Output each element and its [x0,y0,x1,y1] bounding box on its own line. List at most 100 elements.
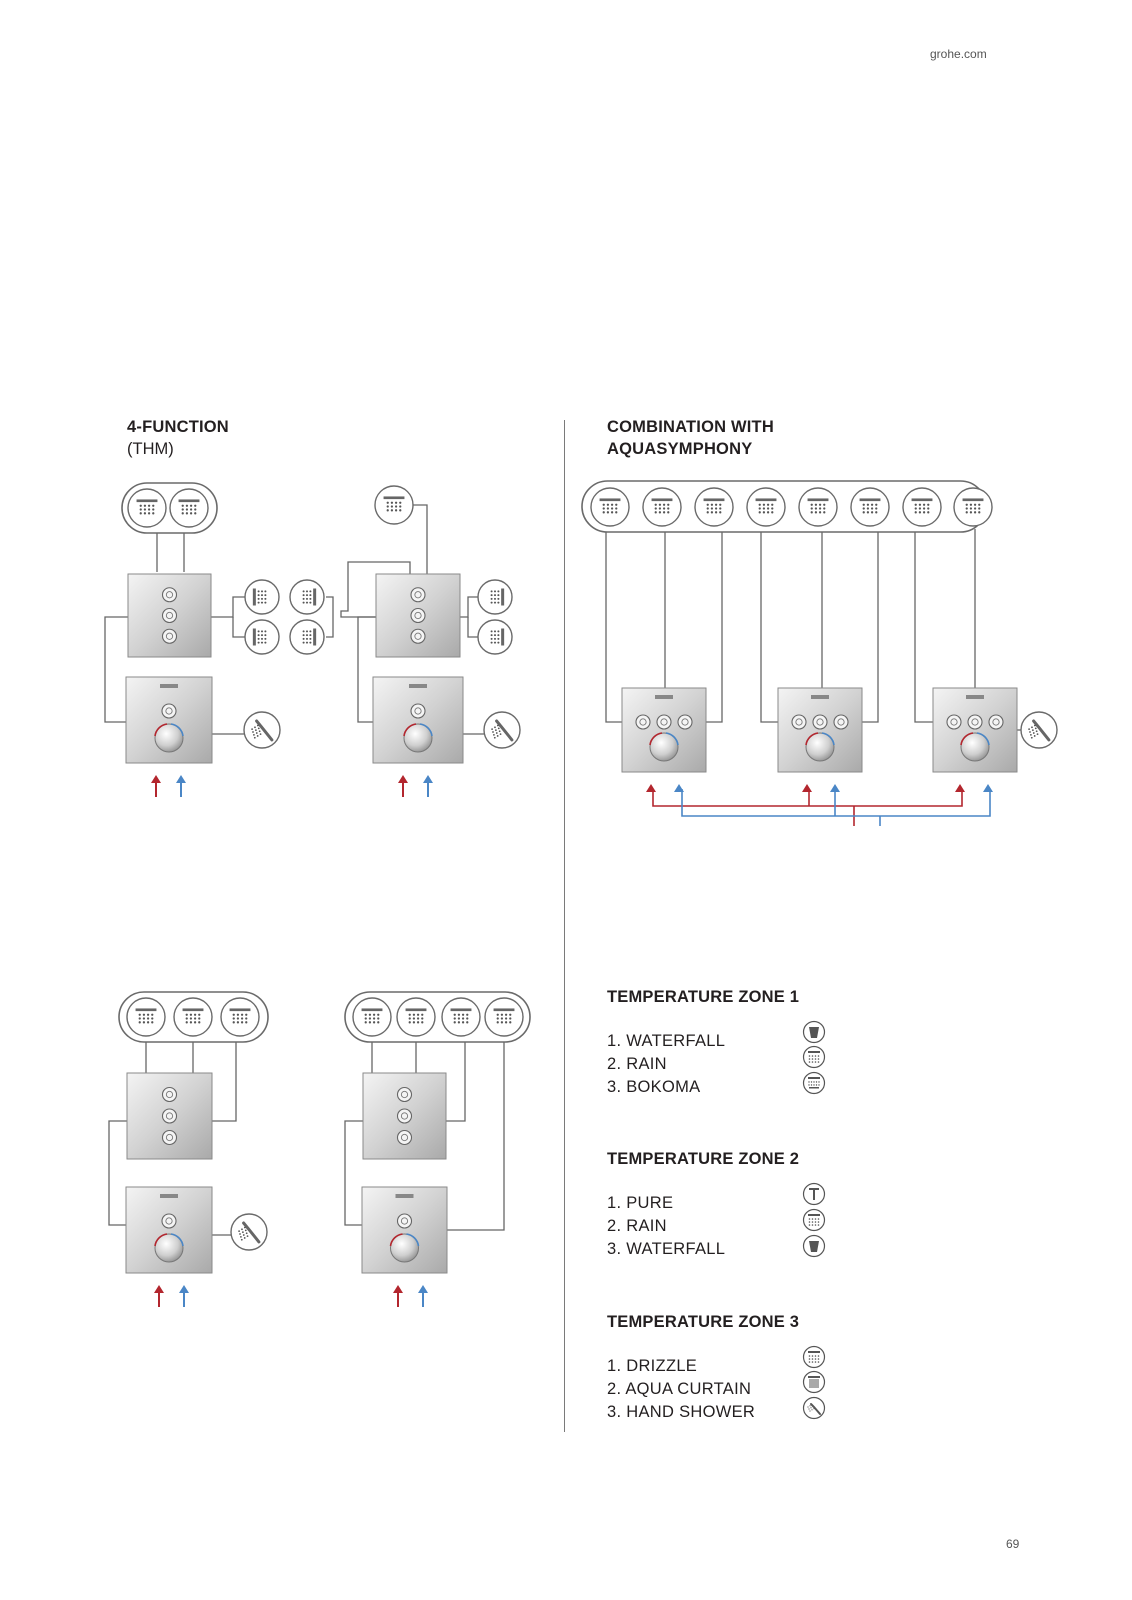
pipe [104,616,128,723]
spray-dot [814,1224,817,1226]
spray-dot [817,1355,820,1357]
spray-dot [260,637,264,640]
spray-dot [918,511,922,514]
spray-dot [965,507,968,510]
icon-ring [243,711,281,749]
spray-dot [719,511,722,514]
spray-dot [662,511,666,514]
valve-panel [127,573,212,658]
valve-button-symbol [165,591,174,599]
shower-plate [859,498,881,502]
spray-dot [811,1218,814,1220]
spray-dot [243,1237,246,1239]
overhead-shower-icon [746,487,786,527]
spray-dot [240,1235,242,1238]
valve-button-symbol [639,718,647,726]
hand-shower-icon [802,1396,826,1420]
spray-dot [245,1017,248,1020]
valve-button [396,1086,413,1103]
valve-button [791,714,807,730]
shower-plate [450,1008,472,1012]
spray-dot [257,601,260,604]
spray-dot [866,507,870,510]
spray-dot [416,1021,420,1024]
waterfall-icon [802,1234,826,1258]
spray-dot [364,1017,367,1020]
spray-dot [492,731,494,733]
spray-dot [818,1081,820,1083]
aqua-curtain-icon [802,1370,826,1394]
spray-dot [264,637,267,640]
hot-arc [403,723,417,737]
valve-button-symbol [400,1090,409,1099]
shower-plate [182,1008,204,1012]
pure-icon [802,1182,826,1206]
spray-dot [305,641,309,644]
spray-dot [817,1218,820,1220]
arrow-head [646,784,656,792]
spray-dot [408,1017,411,1020]
spray-dot [368,1021,372,1024]
valve-button-symbol [400,1133,409,1142]
spray-dot [377,1013,380,1016]
cold-water-arrow [179,1285,189,1307]
jet-bar [313,588,317,606]
spray-dot [189,1017,193,1020]
spray-dot [264,630,267,633]
spray-dot [811,1055,814,1057]
shower-plate [808,1351,820,1353]
spray-dot [189,512,193,515]
shower-plate [962,498,984,502]
icon-ring [244,579,280,615]
hand-shower-icon [1020,711,1058,749]
spray-dot [377,1021,380,1024]
rain-icon [802,1208,826,1232]
spray-dot [495,732,498,734]
spray-dot [758,503,761,506]
spray-dot [658,507,662,510]
arrow-head [830,784,840,792]
spray-dot [309,637,312,640]
spray-dot [198,1017,201,1020]
icon-ring [902,487,942,527]
icon-ring [220,997,260,1037]
spray-dot [973,507,977,510]
spray-dot [606,507,610,510]
spray-dot [394,509,398,512]
spray-dot [771,507,774,510]
page-number: 69 [1006,1537,1020,1551]
spray-dot [811,1061,814,1063]
hot-water-arrow [151,775,161,797]
spray-dot [870,507,874,510]
icon-ring [289,579,325,615]
icon-ring [230,1213,268,1251]
spray-dot [813,1081,815,1083]
arrow-head [418,1285,428,1293]
icon-ring [1020,711,1058,749]
spray-dot [667,511,670,514]
spray-dot [386,505,389,508]
spray-dot [142,1017,146,1020]
spray-dot [368,1013,372,1016]
spray-dot [305,597,309,600]
spray-dot [710,507,714,510]
body-jet-icon [289,579,325,615]
pipe [340,561,411,618]
spray-dot [706,503,709,506]
spray-dot [766,503,770,506]
icon-ring [396,997,436,1037]
arrow-head [398,775,408,783]
spray-dot [143,512,147,515]
overhead-shower-icon [798,487,838,527]
pipe [212,1040,237,1122]
spray-dot [305,634,309,637]
spray-dot [771,503,774,506]
spray-dot [257,630,260,633]
cold-arc [170,723,184,737]
spray-dot [309,634,312,637]
spray-dot [239,1233,241,1235]
spray-dot [500,1021,504,1024]
spray-dot [251,728,254,730]
spray-dot [814,1355,817,1357]
body-jet-icon [477,579,513,615]
